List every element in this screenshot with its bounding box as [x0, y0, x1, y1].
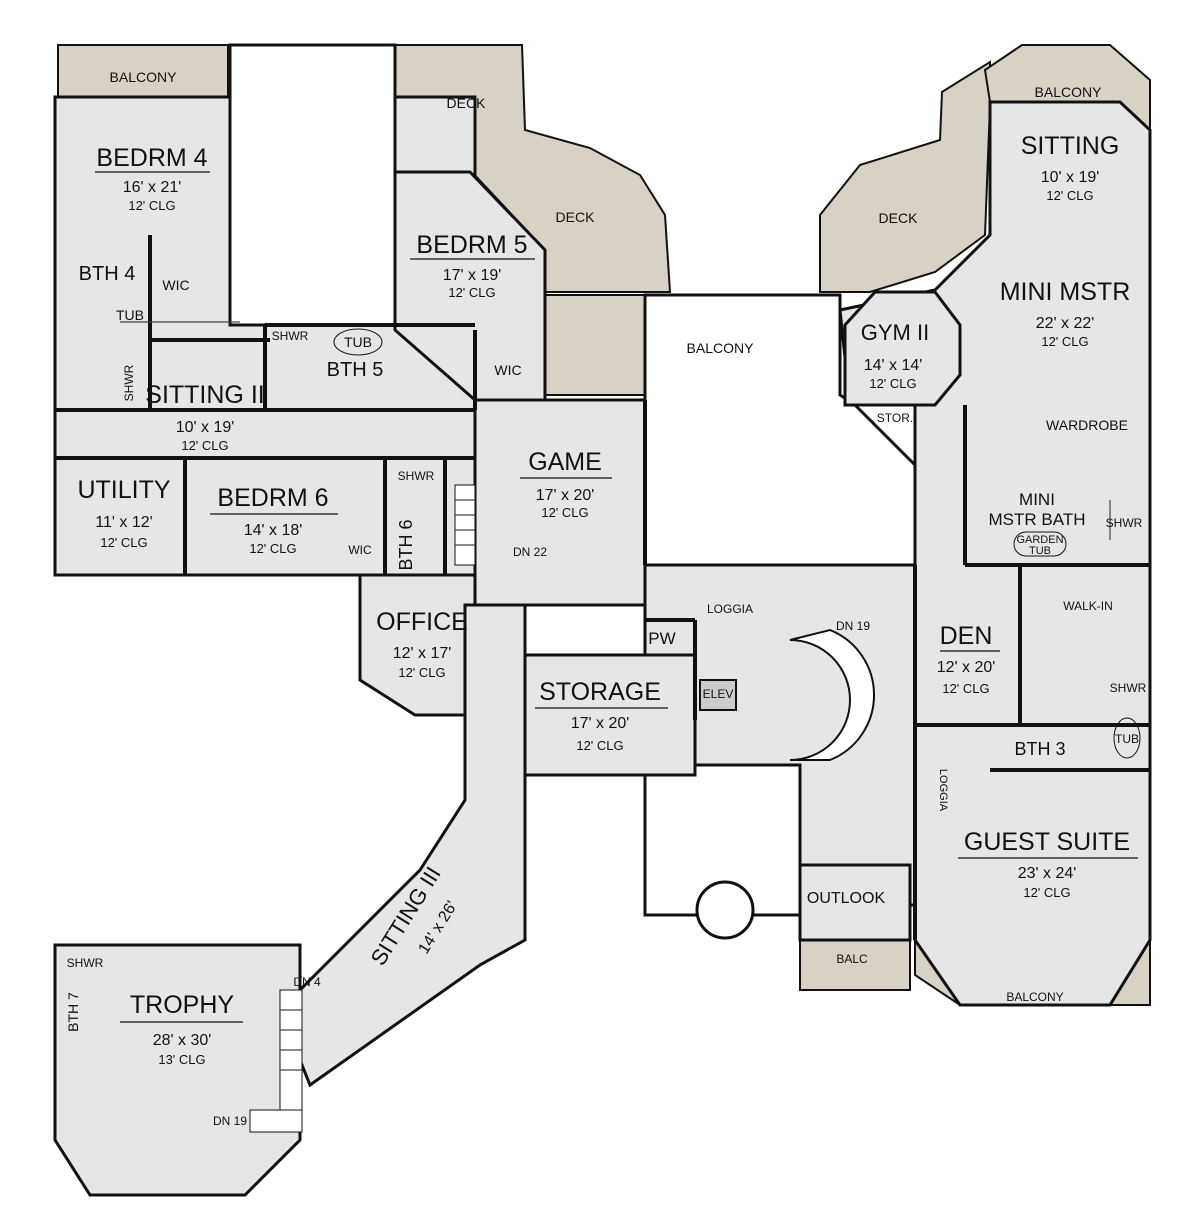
label-elev: ELEV	[703, 687, 734, 701]
dims-utility: 11' x 12'	[95, 514, 152, 531]
label-trophy: TROPHY	[130, 991, 235, 1019]
label-balcony-top-left: BALCONY	[110, 69, 178, 85]
office-area	[358, 573, 477, 717]
walls	[55, 235, 1150, 940]
label-bth3: BTH 3	[1014, 739, 1065, 759]
open-to-below-left	[228, 43, 397, 327]
label-dn4: DN 4	[293, 975, 321, 989]
label-deck-2: DECK	[556, 209, 596, 225]
clg-guest-suite: 12' CLG	[1023, 885, 1070, 900]
label-bth5: BTH 5	[327, 359, 384, 381]
clg-bedrm5: 12' CLG	[448, 285, 495, 300]
label-balcony-top-right: BALCONY	[1035, 84, 1103, 100]
label-shwr4: SHWR	[122, 364, 136, 401]
balc	[799, 934, 911, 991]
label-sitting2: SITTING II	[145, 381, 264, 409]
dims-office: 12' x 17'	[393, 645, 452, 662]
label-mini-mstr-bath-2: MSTR BATH	[989, 510, 1086, 529]
label-gym2: GYM II	[861, 320, 929, 345]
label-office: OFFICE	[376, 608, 468, 636]
clg-utility: 12' CLG	[100, 535, 147, 550]
dims-bedrm6: 14' x 18'	[244, 522, 303, 539]
clg-trophy: 13' CLG	[158, 1052, 205, 1067]
label-game: GAME	[528, 448, 602, 476]
label-balcony-mid: BALCONY	[687, 340, 755, 356]
label-deck-1: DECK	[447, 95, 487, 111]
label-loggia: LOGGIA	[707, 602, 753, 616]
label-shwr5: SHWR	[272, 329, 309, 343]
dims-mini-mstr: 22' x 22'	[1036, 315, 1095, 332]
dims-bedrm5: 17' x 19'	[443, 267, 502, 284]
dims-gym2: 14' x 14'	[864, 357, 923, 374]
label-bth6: BTH 6	[396, 519, 416, 570]
label-walkin: WALK-IN	[1063, 599, 1113, 613]
clg-sitting2: 12' CLG	[181, 438, 228, 453]
label-shwr3: SHWR	[1110, 681, 1147, 695]
label-bth7: BTH 7	[65, 992, 81, 1032]
stair-trophy[interactable]	[249, 989, 303, 1133]
label-den: DEN	[940, 622, 993, 650]
clg-office: 12' CLG	[398, 665, 445, 680]
dims-bedrm4: 16' x 21'	[123, 179, 182, 196]
clg-bedrm4: 12' CLG	[128, 198, 175, 213]
trophy-area	[53, 943, 302, 1197]
label-tub5: TUB	[344, 334, 372, 350]
label-bth4: BTH 4	[79, 263, 136, 285]
deck-right	[819, 60, 991, 293]
label-storage: STORAGE	[539, 678, 661, 706]
dims-sitting2: 10' x 19'	[176, 419, 235, 436]
clg-game: 12' CLG	[541, 505, 588, 520]
round-tower	[695, 880, 755, 940]
gym2-area	[843, 290, 962, 407]
balcony-top-left	[57, 44, 229, 98]
outlook-area	[798, 863, 912, 942]
label-pw: PW	[648, 629, 675, 648]
stairs	[249, 484, 876, 1133]
dims-guest-suite: 23' x 24'	[1018, 865, 1077, 882]
dims-sitting: 10' x 19'	[1041, 169, 1100, 186]
label-dn19-spiral: DN 19	[836, 619, 870, 633]
label-shwr7: SHWR	[67, 956, 104, 970]
clg-bedrm6: 12' CLG	[249, 541, 296, 556]
label-bedrm4: BEDRM 4	[96, 144, 207, 172]
label-bedrm6: BEDRM 6	[217, 484, 328, 512]
label-balcony-bottom-right: BALCONY	[1006, 990, 1063, 1004]
dims-game: 17' x 20'	[536, 487, 595, 504]
label-utility: UTILITY	[77, 476, 170, 504]
label-wardrobe: WARDROBE	[1046, 417, 1128, 433]
spiral-stair[interactable]	[789, 628, 876, 761]
clg-storage: 12' CLG	[576, 738, 623, 753]
clg-sitting: 12' CLG	[1046, 188, 1093, 203]
label-mini-mstr-bath-1: MINI	[1019, 490, 1055, 509]
label-outlook: OUTLOOK	[807, 890, 886, 907]
stair-dn22[interactable]	[454, 484, 476, 566]
label-mini-mstr: MINI MSTR	[1000, 278, 1131, 306]
sitting3-area	[278, 603, 527, 1088]
clg-den: 12' CLG	[942, 681, 989, 696]
interior	[53, 43, 1152, 1197]
clg-gym2: 12' CLG	[869, 376, 916, 391]
label-garden-tub-1: GARDEN	[1016, 534, 1063, 546]
clg-mini-mstr: 12' CLG	[1041, 334, 1088, 349]
label-shwr6: SHWR	[398, 469, 435, 483]
label-guest-suite: GUEST SUITE	[964, 828, 1130, 856]
label-garden-tub-2: TUB	[1029, 545, 1051, 557]
label-tub4: TUB	[116, 307, 144, 323]
label-deck-3: DECK	[879, 210, 919, 226]
label-stor: STOR.	[877, 411, 913, 425]
label-shwr-mm: SHWR	[1106, 516, 1143, 530]
label-wic6: WIC	[348, 543, 372, 557]
label-dn22: DN 22	[513, 545, 547, 559]
dims-trophy: 28' x 30'	[153, 1032, 212, 1049]
label-wic5: WIC	[494, 362, 521, 378]
dims-storage: 17' x 20'	[571, 715, 630, 732]
label-loggia-2: LOGGIA	[937, 769, 949, 812]
label-sitting: SITTING	[1021, 132, 1120, 160]
label-tub3: TUB	[1115, 732, 1139, 746]
label-bedrm5: BEDRM 5	[416, 231, 527, 259]
dims-den: 12' x 20'	[937, 659, 996, 676]
label-wic4: WIC	[162, 277, 189, 293]
label-dn19-trophy: DN 19	[213, 1114, 247, 1128]
label-balc: BALC	[836, 952, 868, 966]
